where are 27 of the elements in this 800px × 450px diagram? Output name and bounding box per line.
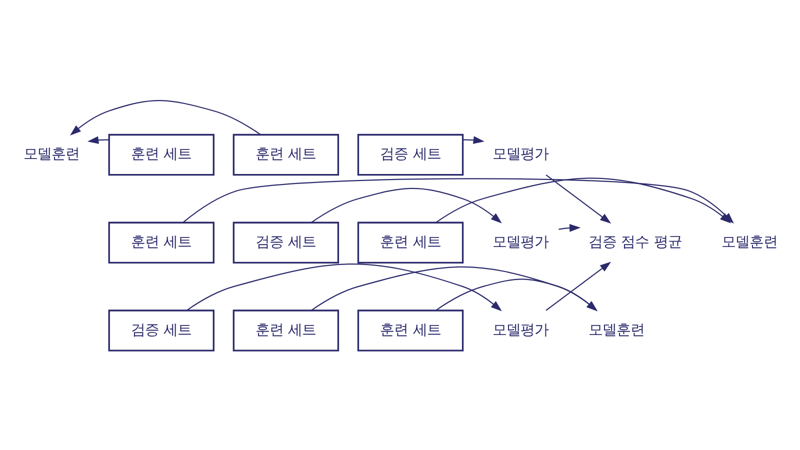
- arrow: [545, 174, 611, 224]
- node-box: 훈련 세트: [232, 309, 339, 351]
- arrow: [435, 177, 731, 223]
- node-box: 훈련 세트: [108, 221, 214, 263]
- arrow: [310, 266, 598, 311]
- node-text: 검증 점수 평균: [588, 234, 682, 250]
- node-box: 훈련 세트: [356, 221, 464, 263]
- node-text: 모델훈련: [588, 322, 644, 338]
- node-box: 훈련 세트: [108, 133, 214, 176]
- node-text: 모델평가: [492, 322, 548, 338]
- node-text: 모델훈련: [22, 146, 79, 162]
- node-box: 검증 세트: [356, 133, 464, 176]
- arrow: [186, 263, 502, 311]
- arrow: [545, 261, 611, 310]
- node-text: 모델평가: [492, 146, 548, 162]
- node-box: 훈련 세트: [232, 133, 339, 176]
- arrow: [310, 187, 502, 223]
- arrow: [558, 224, 580, 232]
- node-text: 모델평가: [492, 234, 548, 250]
- node-box: 검증 세트: [108, 309, 214, 351]
- arrow: [86, 136, 108, 144]
- arrow: [462, 136, 484, 144]
- node-box: 훈련 세트: [356, 309, 464, 351]
- arrow: [69, 100, 260, 135]
- node-text: 모델훈련: [721, 234, 778, 250]
- arrow: [435, 278, 598, 311]
- node-box: 검증 세트: [232, 221, 339, 263]
